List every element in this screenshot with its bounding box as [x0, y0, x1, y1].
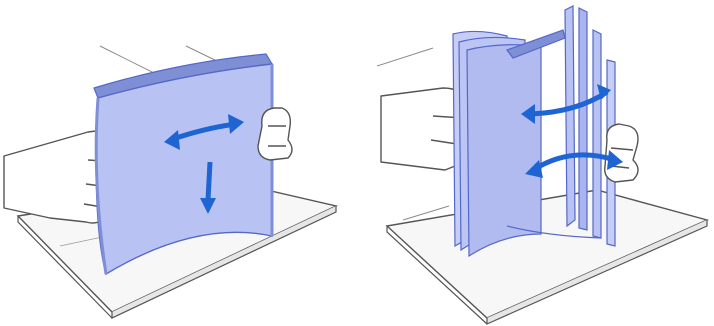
flex-stack-drawing [0, 0, 357, 326]
panel-fan-stack [357, 0, 714, 326]
panel-flex-stack [0, 0, 357, 326]
fan-stack-drawing [357, 0, 714, 326]
right-hand [258, 108, 292, 160]
